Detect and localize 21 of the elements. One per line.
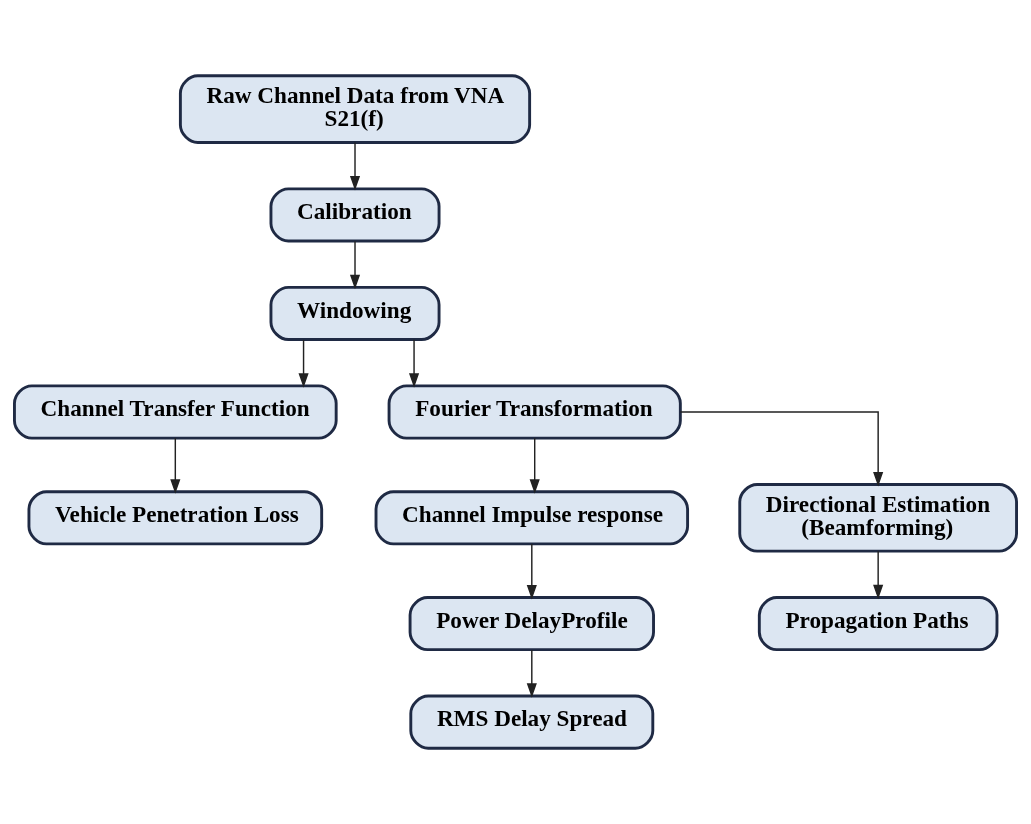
arrow — [170, 437, 181, 494]
node-box: Channel Impulse response — [374, 490, 690, 546]
node-box: Directional Estimation (Beamforming) — [738, 483, 1018, 553]
arrow — [526, 649, 537, 698]
arrow — [679, 411, 884, 487]
node-box: RMS Delay Spread — [409, 694, 655, 750]
node-box: Propagation Paths — [757, 596, 999, 652]
arrow — [529, 437, 540, 494]
node-box: Calibration — [269, 187, 441, 243]
arrow — [408, 339, 420, 388]
node-box: Fourier Transformation — [387, 384, 682, 440]
arrow — [298, 339, 309, 388]
node-box: Power DelayProfile — [408, 596, 655, 652]
node-box: Raw Channel Data from VNA S21(f) — [178, 74, 532, 144]
node-box: Windowing — [269, 285, 441, 341]
arrow — [526, 543, 537, 600]
node-box: Vehicle Penetration Loss — [27, 490, 324, 546]
arrow — [873, 550, 884, 600]
arrow — [349, 141, 361, 191]
arrow — [349, 240, 361, 290]
node-box: Channel Transfer Function — [13, 384, 338, 440]
